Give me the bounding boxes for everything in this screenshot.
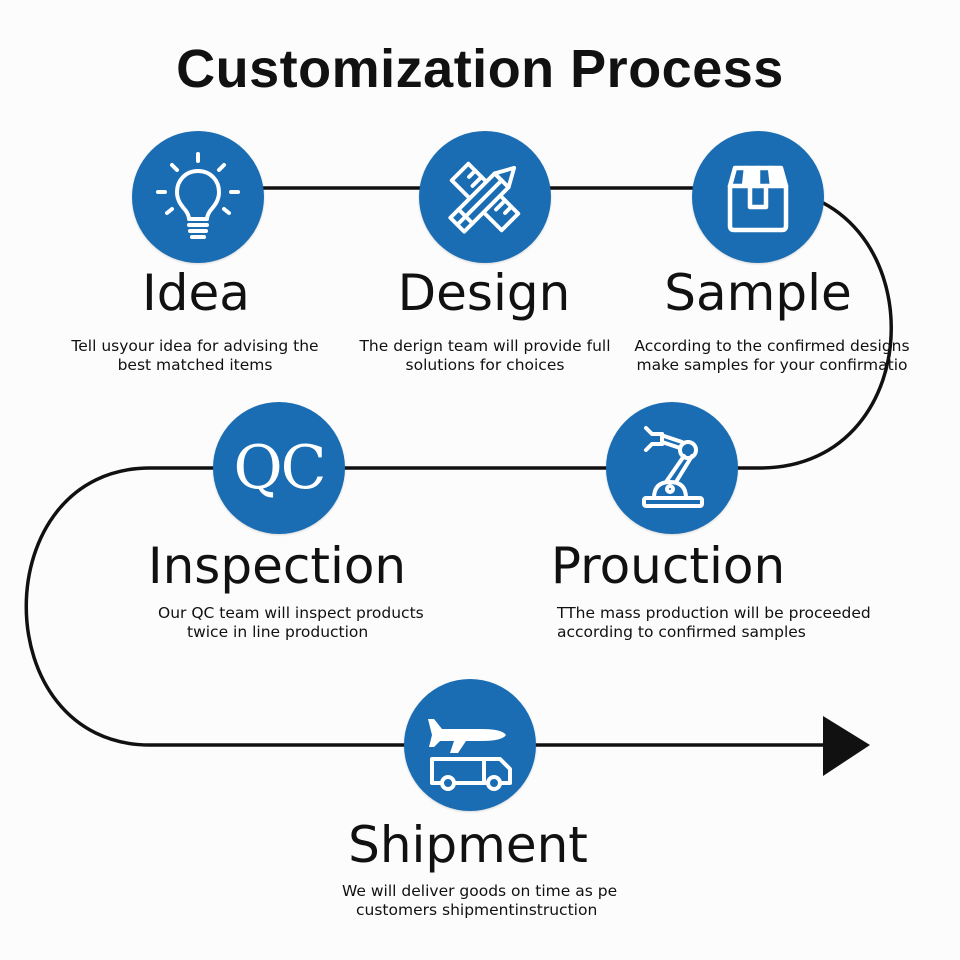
design-step-icon	[419, 131, 551, 263]
step-desc-design: The derign team will provide full soluti…	[330, 337, 640, 375]
step-desc-line: According to the confirmed designs	[634, 337, 910, 355]
step-desc-inspection: Our QC team will inspect products twice …	[158, 604, 458, 642]
qc-text-icon: QC	[233, 433, 326, 503]
robot-arm-icon	[642, 426, 704, 508]
step-desc-line: twice in line production	[187, 623, 369, 641]
step-title-inspection: Inspection	[147, 537, 407, 595]
step-desc-line: Our QC team will inspect products	[158, 604, 424, 622]
package-box-icon	[727, 165, 789, 233]
production-step-icon	[606, 402, 738, 534]
step-desc-idea: Tell usyour idea for advising the best m…	[40, 337, 350, 375]
step-desc-line: best matched items	[117, 356, 273, 374]
step-desc-line: TThe mass production will be proceeded	[557, 604, 871, 622]
step-title-design: Design	[397, 264, 571, 322]
step-desc-line: make samples for your confirmatio	[636, 356, 908, 374]
sample-step-icon	[692, 131, 824, 263]
lightbulb-icon	[156, 152, 240, 239]
step-desc-line: We will deliver goods on time as pe	[342, 882, 618, 900]
idea-step-icon	[132, 131, 264, 263]
arrow-head-icon	[823, 716, 870, 776]
step-desc-line: solutions for choices	[405, 356, 565, 374]
shipment-step-icon	[404, 679, 536, 811]
step-desc-sample: According to the confirmed designs make …	[617, 337, 927, 375]
step-desc-line: The derign team will provide full	[359, 337, 611, 355]
step-desc-shipment: We will deliver goods on time as pe cust…	[342, 882, 662, 920]
step-desc-line: according to confirmed samples	[557, 623, 806, 641]
step-desc-production: TThe mass production will be proceeded a…	[557, 604, 917, 642]
step-title-production: Prouction	[550, 537, 786, 595]
step-title-idea: Idea	[142, 264, 250, 322]
inspection-step-icon: QC	[213, 402, 345, 534]
step-title-sample: Sample	[664, 264, 852, 322]
ruler-pencil-icon	[448, 161, 521, 234]
plane-truck-icon	[428, 719, 512, 791]
page-title: Customization Process	[176, 39, 784, 99]
step-title-shipment: Shipment	[348, 816, 588, 874]
step-desc-line: customers shipmentinstruction	[356, 901, 598, 919]
step-desc-line: Tell usyour idea for advising the	[71, 337, 319, 355]
